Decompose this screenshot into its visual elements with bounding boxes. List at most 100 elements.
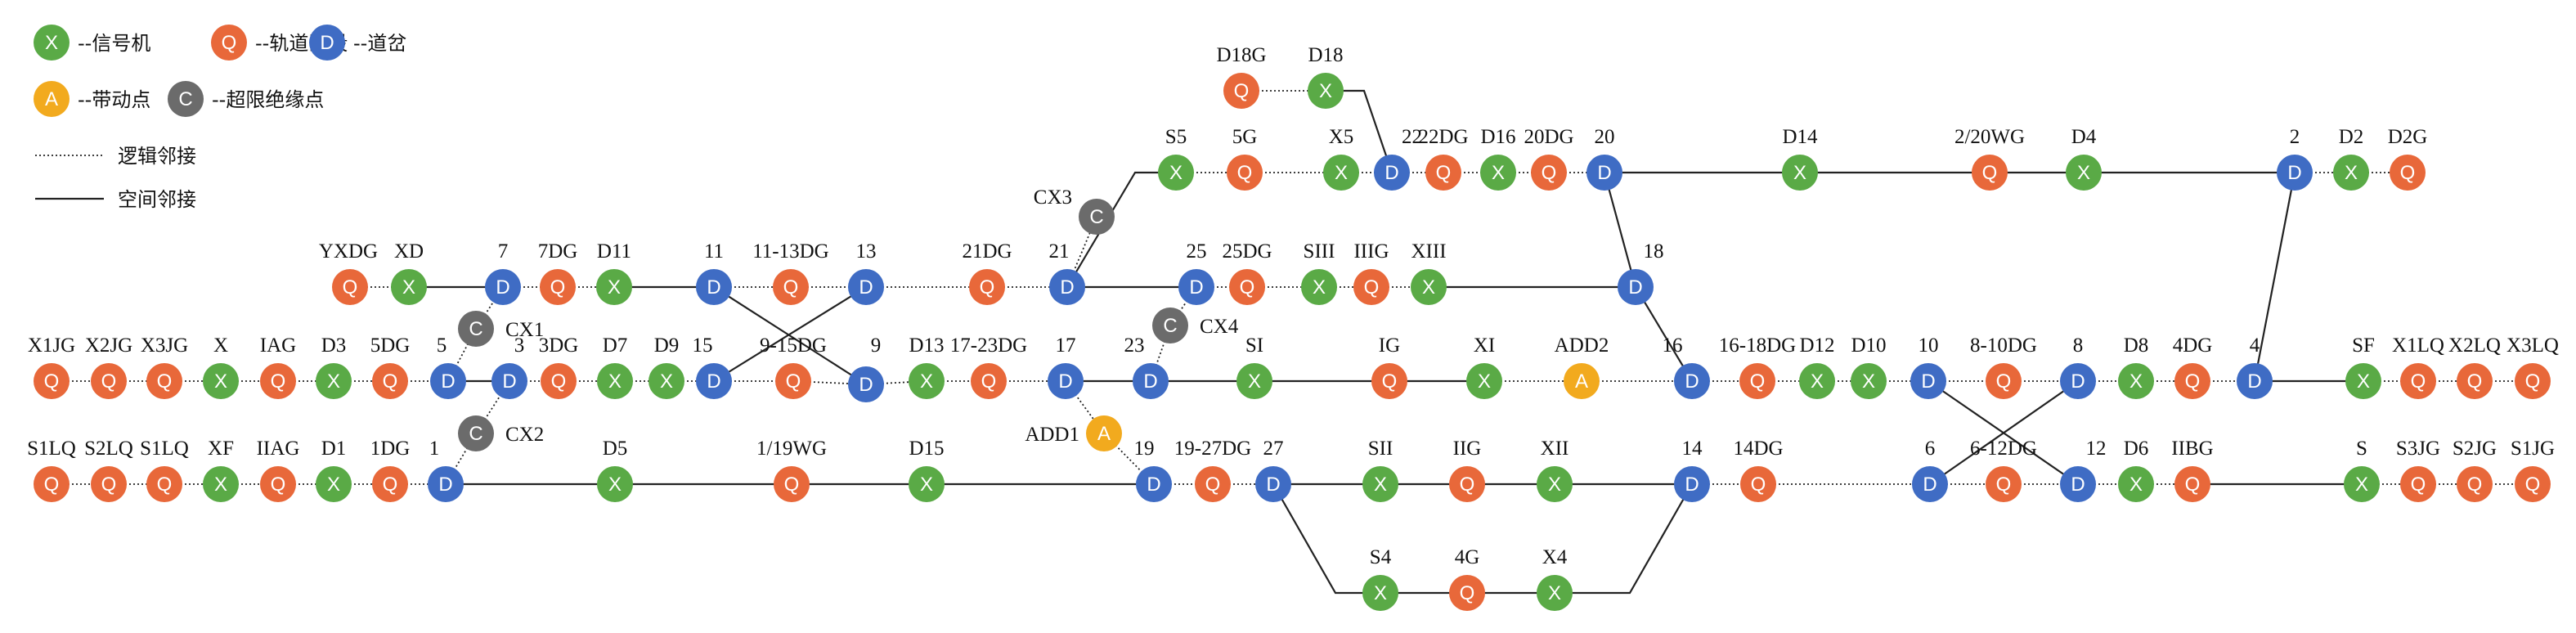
node-X-D5[interactable]: XD5 xyxy=(597,438,633,502)
node-X-D1[interactable]: XD1 xyxy=(316,438,352,502)
node-D-sw3[interactable]: D3 xyxy=(491,334,527,399)
node-Q-19-27DG[interactable]: Q19-27DG xyxy=(1174,438,1251,502)
node-X-XF[interactable]: XXF xyxy=(203,438,239,502)
node-X-S[interactable]: XS xyxy=(2344,438,2380,502)
node-Q-16-18DG[interactable]: Q16-18DG xyxy=(1719,334,1796,399)
node-D-sw4[interactable]: D4 xyxy=(2237,334,2273,399)
node-Q-9-15DG[interactable]: Q9-15DG xyxy=(760,334,827,399)
node-D-sw9[interactable]: D9 xyxy=(848,334,884,402)
node-X-SF[interactable]: XSF xyxy=(2345,334,2381,399)
node-D-sw14[interactable]: D14 xyxy=(1674,438,1710,502)
node-X-X4[interactable]: XX4 xyxy=(1537,546,1573,611)
node-D-sw15[interactable]: D15 xyxy=(693,334,733,399)
node-Q-11-13DG[interactable]: Q11-13DG xyxy=(752,240,829,305)
node-X-D8[interactable]: XD8 xyxy=(2118,334,2154,399)
node-X-Xm[interactable]: XX xyxy=(203,334,239,399)
node-D-sw23[interactable]: D23 xyxy=(1124,334,1169,399)
node-X-D2[interactable]: XD2 xyxy=(2333,126,2369,191)
node-D-sw18[interactable]: D18 xyxy=(1618,240,1664,305)
node-D-sw22[interactable]: D22 xyxy=(1374,126,1422,191)
node-D-sw5[interactable]: D5 xyxy=(430,334,466,399)
node-Q-8-10DG[interactable]: Q8-10DG xyxy=(1970,334,2037,399)
node-D-sw20[interactable]: D20 xyxy=(1586,126,1622,191)
node-D-sw12[interactable]: D12 xyxy=(2060,438,2107,502)
node-D-sw19[interactable]: D19 xyxy=(1134,438,1173,502)
node-X-SI[interactable]: XSI xyxy=(1236,334,1272,399)
node-D-sw17[interactable]: D17 xyxy=(1048,334,1084,399)
node-X-D7[interactable]: XD7 xyxy=(597,334,633,399)
node-X-D9[interactable]: XD9 xyxy=(648,334,684,399)
node-Q-6-12DG[interactable]: Q6-12DG xyxy=(1970,438,2037,502)
node-D-sw16[interactable]: D16 xyxy=(1663,334,1711,399)
node-D-sw8[interactable]: D8 xyxy=(2060,334,2096,399)
node-D-sw11[interactable]: D11 xyxy=(696,240,732,305)
node-D-sw21[interactable]: D21 xyxy=(1049,240,1086,305)
node-Q-4G[interactable]: Q4G xyxy=(1449,546,1485,611)
node-X-XI[interactable]: XXI xyxy=(1466,334,1502,399)
node-Q-5G[interactable]: Q5G xyxy=(1227,126,1263,191)
node-D-sw25[interactable]: D25 xyxy=(1178,240,1214,305)
node-X-D3[interactable]: XD3 xyxy=(316,334,352,399)
node-Q-17-23DG[interactable]: Q17-23DG xyxy=(950,334,1027,399)
node-Q-IG[interactable]: QIG xyxy=(1371,334,1407,399)
node-Q-119WG[interactable]: Q1/19WG xyxy=(756,438,827,502)
node-D-sw10[interactable]: D10 xyxy=(1910,334,1946,399)
node-X-D4[interactable]: XD4 xyxy=(2066,126,2102,191)
node-X-S4[interactable]: XS4 xyxy=(1362,546,1398,611)
node-Q-220WG[interactable]: Q2/20WG xyxy=(1954,126,2025,191)
node-X-X5[interactable]: XX5 xyxy=(1323,126,1359,191)
node-X-D6[interactable]: XD6 xyxy=(2118,438,2154,502)
node-D-sw6[interactable]: D6 xyxy=(1912,438,1948,502)
node-D-sw2[interactable]: D2 xyxy=(2277,126,2313,191)
node-D-sw1[interactable]: D1 xyxy=(428,438,464,502)
node-D-sw27[interactable]: D27 xyxy=(1255,438,1291,502)
node-D-sw13[interactable]: D13 xyxy=(848,240,884,305)
node-X-XD[interactable]: XXD xyxy=(391,240,427,305)
node-X-S5[interactable]: XS5 xyxy=(1158,126,1194,191)
